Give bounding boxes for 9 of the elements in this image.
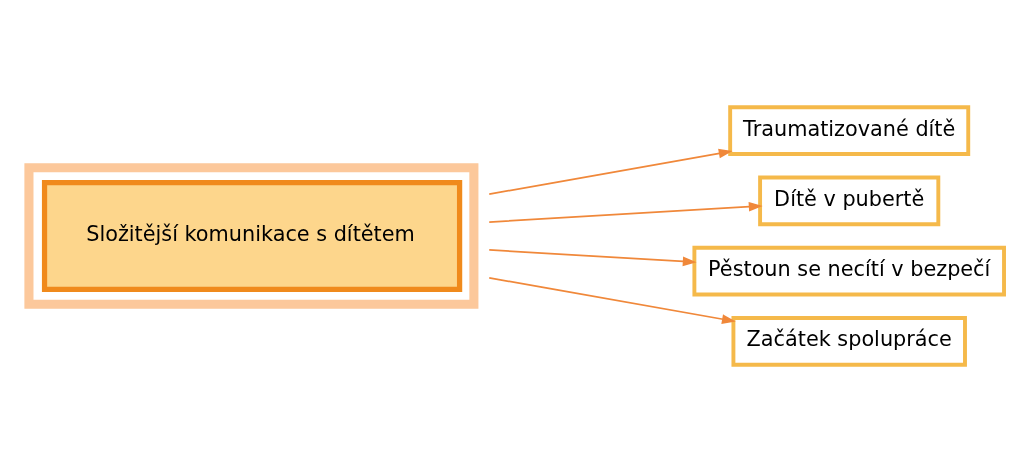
- arrow: [488, 201, 763, 223]
- node-box: Dítě v pubertě: [758, 175, 941, 226]
- node-box: Pěstoun se necítí v bezpečí: [692, 245, 1006, 296]
- arrow: [488, 276, 736, 324]
- arrow: [488, 148, 733, 195]
- node-box: Začátek spolupráce: [731, 315, 967, 367]
- node-box: Složitější komunikace s dítětem: [24, 162, 479, 309]
- node-box: Traumatizované dítě: [728, 104, 971, 156]
- arrow: [488, 248, 697, 266]
